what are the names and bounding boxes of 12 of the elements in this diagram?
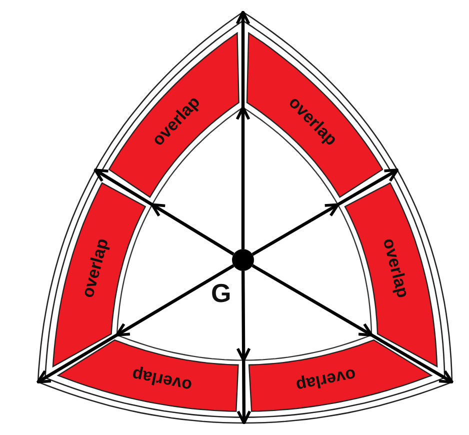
arrow [36,264,234,384]
arrow [236,11,250,249]
segment-label: overlap [294,366,358,394]
segment-label: overlap [78,236,111,300]
segment-label: overlap [130,366,193,394]
point-label: G [211,280,232,306]
arrow [252,264,454,384]
arrow [236,271,251,424]
segment-label: overlap [380,236,412,300]
arrow [94,168,234,256]
arrow [252,168,398,256]
center-point [232,249,254,271]
